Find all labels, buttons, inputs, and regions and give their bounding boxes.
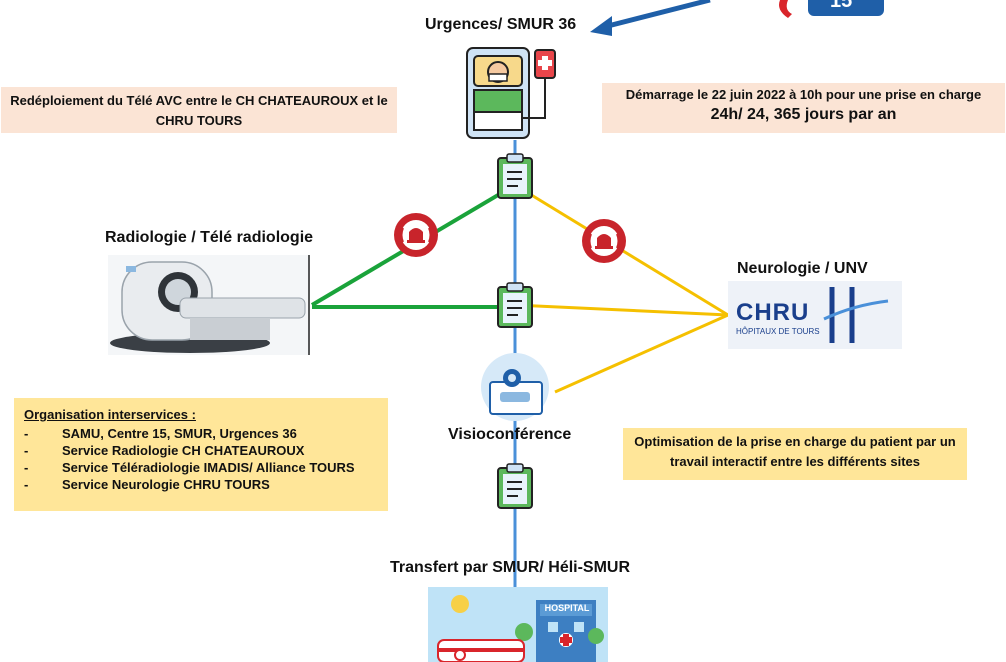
samu-badge-text: 15	[830, 0, 870, 10]
alarm-icon-right	[582, 219, 626, 263]
visio-icon	[481, 353, 549, 421]
organisation-item: -Service Radiologie CH CHATEAUROUX	[24, 443, 305, 458]
clipboard-icon-mid	[497, 282, 533, 328]
urgences-title: Urgences/ SMUR 36	[425, 16, 577, 33]
yellow-connector-mid	[514, 303, 729, 317]
ct-scanner-image	[108, 255, 310, 355]
samu-badge-icon	[779, 0, 884, 18]
clipboard-icon-top	[497, 153, 533, 199]
demarrage-line1: Démarrage le 22 juin 2022 à 10h pour une…	[625, 87, 982, 102]
redeploiement-text: Redéploiement du Télé AVC entre le CH CH…	[10, 93, 388, 128]
demarrage-line2: 24h/ 24, 365 jours par an	[710, 106, 897, 123]
optimisation-note: Optimisation de la prise en charge du pa…	[623, 428, 967, 480]
organisation-title: Organisation interservices :	[24, 407, 196, 422]
redeploiement-note: Redéploiement du Télé AVC entre le CH CH…	[1, 87, 397, 133]
optimisation-text: Optimisation de la prise en charge du pa…	[634, 434, 956, 469]
hospital-sign: HOSPITAL	[544, 603, 590, 613]
radiologie-title: Radiologie / Télé radiologie	[105, 229, 314, 246]
visio-title: Visioconférence	[448, 426, 572, 443]
organisation-item: -SAMU, Centre 15, SMUR, Urgences 36	[24, 426, 297, 441]
patient-bed-icon	[466, 47, 556, 139]
demarrage-note: Démarrage le 22 juin 2022 à 10h pour une…	[602, 83, 1005, 133]
chru-logo: CHRU HÔPITAUX DE TOURS	[728, 281, 902, 349]
organisation-item: -Service Neurologie CHRU TOURS	[24, 477, 270, 492]
yellow-connector-visio	[554, 313, 729, 394]
organisation-list: -SAMU, Centre 15, SMUR, Urgences 36 -Ser…	[24, 425, 378, 493]
alarm-icon-left	[394, 213, 438, 257]
chru-logo-text: CHRU	[736, 299, 810, 326]
hospital-image	[428, 587, 608, 662]
organisation-item: -Service Téléradiologie IMADIS/ Alliance…	[24, 460, 355, 475]
organisation-box: Organisation interservices : -SAMU, Cent…	[14, 398, 388, 511]
chru-logo-subtext: HÔPITAUX DE TOURS	[736, 327, 820, 336]
neurologie-title: Neurologie / UNV	[737, 260, 868, 277]
arrow-icon	[590, 0, 711, 36]
transfert-title: Transfert par SMUR/ Héli-SMUR	[390, 559, 631, 576]
chru-mark-icon	[823, 287, 889, 343]
clipboard-icon-bottom	[497, 463, 533, 509]
